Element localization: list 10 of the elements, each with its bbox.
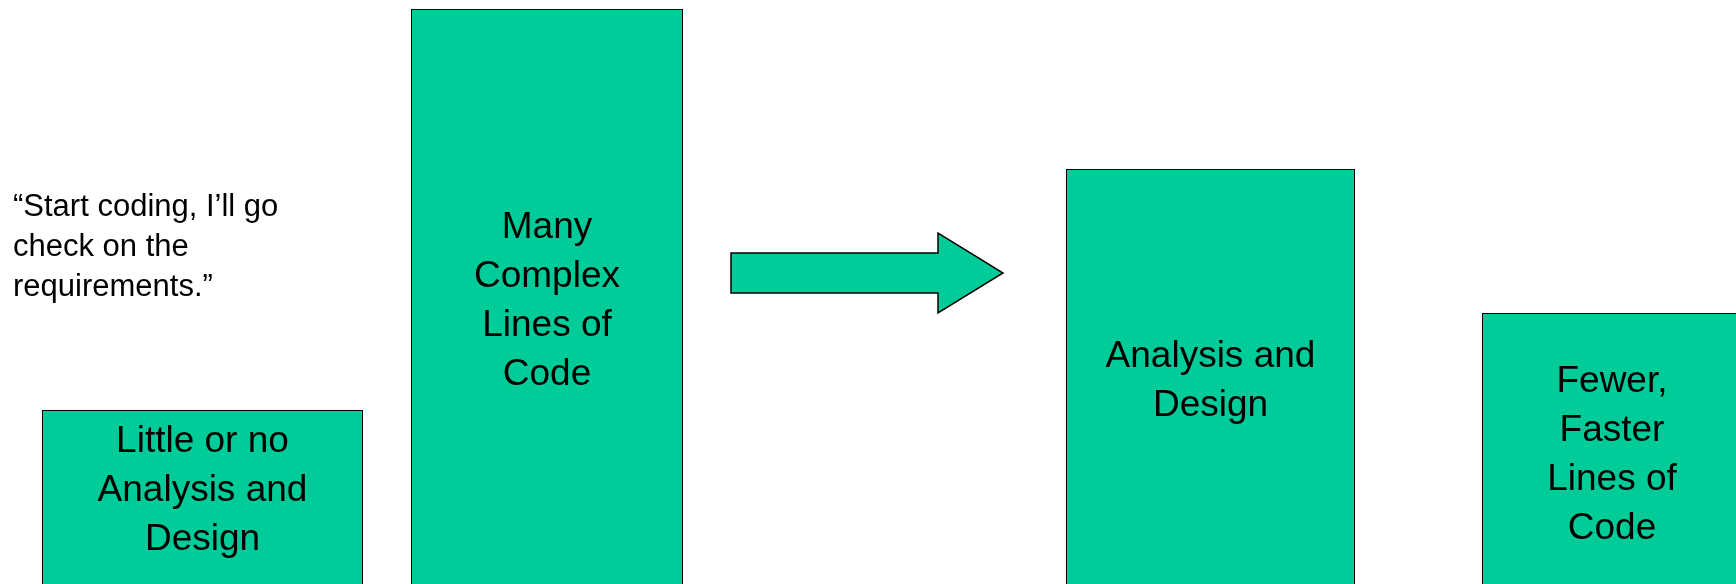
process-box xyxy=(1066,169,1355,584)
box-text: Analysis and Design xyxy=(1104,333,1317,426)
box-text: Many Complex Lines of Code xyxy=(473,204,621,395)
block-arrow xyxy=(730,231,1005,315)
box-text: Little or no Analysis and Design xyxy=(96,418,309,560)
process-box xyxy=(411,9,683,584)
box-text: Fewer, Faster Lines of Code xyxy=(1546,358,1678,549)
process-box xyxy=(1482,313,1736,584)
quote-text: “Start coding, I’ll go check on the requirements.” xyxy=(13,187,280,305)
process-box xyxy=(42,410,363,584)
